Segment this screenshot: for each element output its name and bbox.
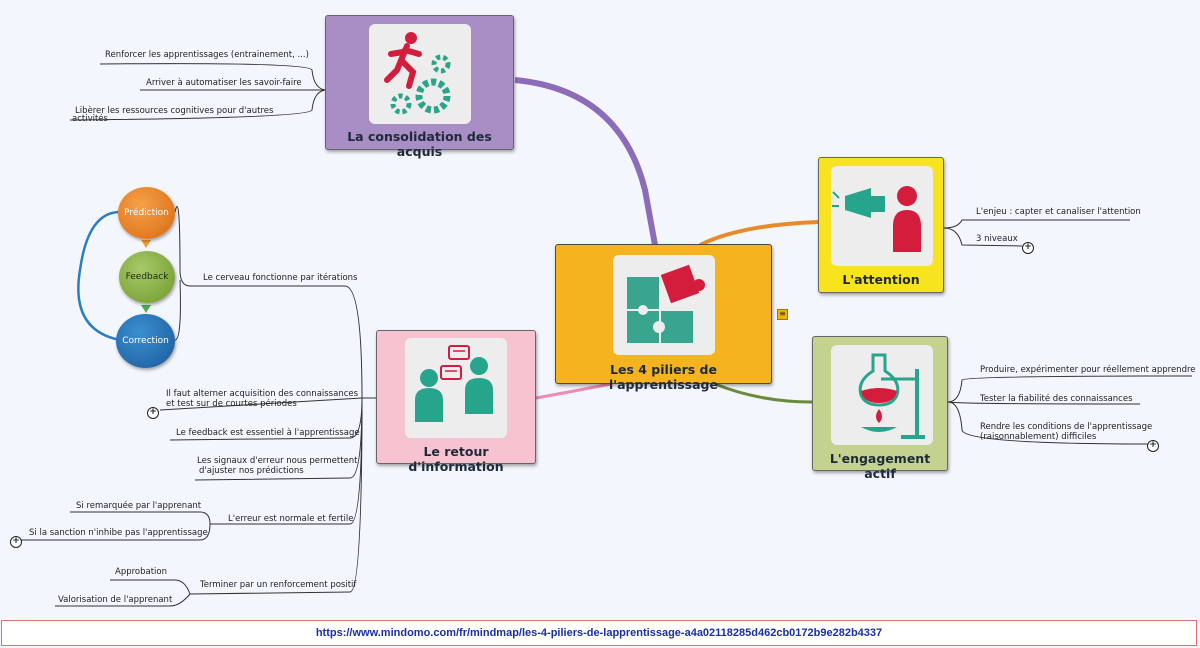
attention-item-1: L'enjeu : capter et canaliser l'attentio… [976, 207, 1141, 217]
cycle-feedback: Feedback [119, 251, 175, 303]
attention-node[interactable]: L'attention [818, 157, 944, 293]
cycle-correction: Correction [116, 314, 175, 368]
people-chat-icon [405, 338, 507, 438]
consolidation-node-title: La consolidation des acquis [347, 129, 492, 159]
branch-retour [535, 382, 611, 400]
puzzle-icon [613, 255, 715, 355]
running-person-gears-icon [369, 24, 471, 124]
source-url-bar: https://www.mindomo.com/fr/mindmap/les-4… [1, 620, 1197, 646]
branch-attention [699, 220, 819, 247]
notes-icon[interactable]: ≡ [777, 309, 788, 320]
retour-item-4: Les signaux d'erreur nous permettent [197, 456, 358, 466]
attention-node-title: L'attention [842, 272, 920, 287]
retour-item-6: Terminer par un renforcement positif [200, 580, 357, 590]
expand-engagement-button[interactable]: + [1147, 440, 1159, 452]
retour-subitem-6-1: Approbation [115, 567, 168, 577]
cycle-prediction: Prédiction [118, 187, 175, 239]
retour-subitem-5-1: Si remarquée par l'apprenant [76, 501, 202, 511]
retour-item-2-cont: et test sur de courtes périodes [166, 399, 297, 409]
engagement-node[interactable]: L'engagement actif [812, 336, 948, 481]
retour-item-3: Le feedback est essentiel à l'apprentiss… [176, 428, 360, 438]
central-node-title: Les 4 piliers de l'apprentissage [609, 362, 718, 392]
retour-subitem-6-2: Valorisation de l'apprenant [58, 595, 173, 605]
engagement-item-3-cont: (raisonnablement) difficiles [980, 432, 1097, 442]
retour-node[interactable]: Le retour d'information [376, 330, 536, 474]
attention-item-2: 3 niveaux [976, 234, 1018, 244]
branch-engagement [714, 382, 813, 404]
retour-subitem-5-2: Si la sanction n'inhibe pas l'apprentiss… [29, 528, 208, 538]
expand-attention-levels-button[interactable]: + [1022, 242, 1034, 254]
engagement-item-3: Rendre les conditions de l'apprentissage [980, 422, 1153, 432]
lab-flask-icon [831, 345, 933, 445]
consolidation-item-2: Arriver à automatiser les savoir-faire [146, 78, 302, 88]
retour-item-4-cont: d'ajuster nos prédictions [199, 466, 304, 476]
retour-item-2: Il faut alterner acquisition des connais… [166, 389, 359, 399]
engagement-item-2: Tester la fiabilité des connaissances [980, 394, 1133, 404]
consolidation-item-3-cont: activités [72, 114, 108, 124]
cycle-correction-label: Correction [122, 336, 169, 346]
central-node[interactable]: Les 4 piliers de l'apprentissage [555, 244, 772, 392]
consolidation-item-3: Libèrer les ressources cognitives pour d… [75, 106, 274, 116]
retour-item-1: Le cerveau fonctionne par itérations [203, 273, 358, 283]
consolidation-node[interactable]: La consolidation des acquis [325, 15, 514, 159]
megaphone-person-icon [831, 166, 933, 266]
engagement-item-1: Produire, expérimenter pour réellement a… [980, 365, 1196, 375]
branch-consolidation [514, 77, 658, 246]
mindmap-connectors [20, 63, 1193, 607]
engagement-node-title: L'engagement actif [829, 451, 931, 481]
retour-item-5: L'erreur est normale et fertile [228, 514, 354, 524]
retour-node-title: Le retour d'information [408, 444, 504, 474]
consolidation-item-1: Renforcer les apprentissages (entraineme… [105, 50, 309, 60]
cycle-feedback-label: Feedback [125, 272, 169, 282]
expand-retour-alternate-button[interactable]: + [147, 407, 159, 419]
cycle-prediction-label: Prédiction [124, 208, 169, 218]
expand-sanction-button[interactable]: + [10, 536, 22, 548]
source-url-link[interactable]: https://www.mindomo.com/fr/mindmap/les-4… [315, 627, 883, 639]
